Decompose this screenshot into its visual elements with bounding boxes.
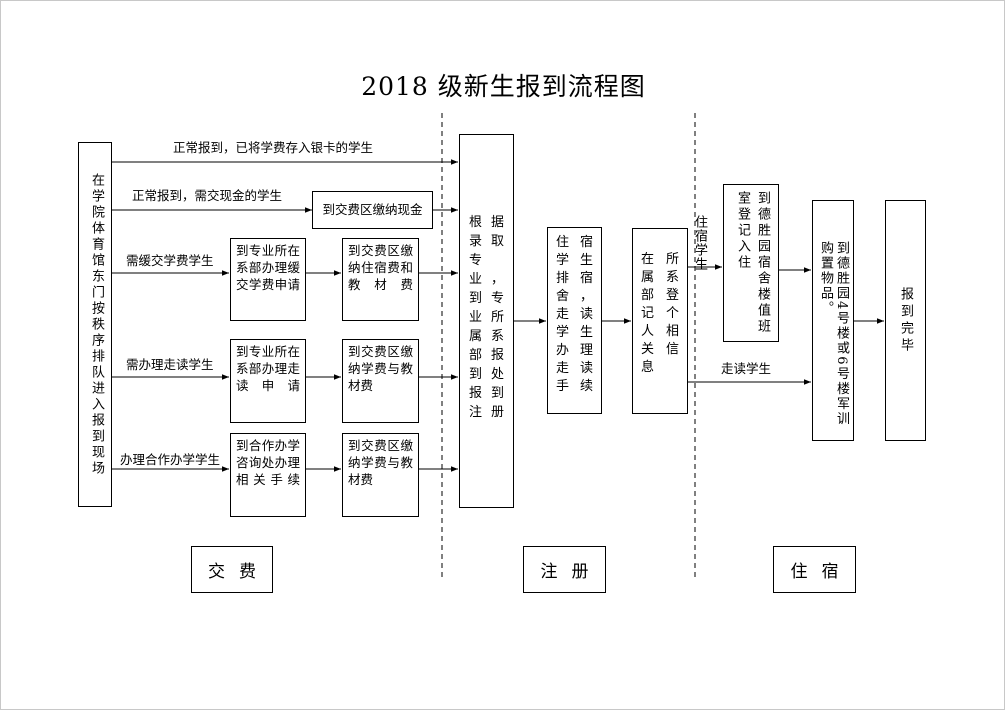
deferred-pay-box: 到交费区缴纳住宿费和教材费 bbox=[342, 238, 419, 321]
label-commuting-students: 需办理走读学生 bbox=[126, 357, 214, 372]
commuting-apply-box: 到专业所在系部办理走读申请 bbox=[230, 339, 306, 423]
section-registration: 注册 bbox=[523, 546, 606, 593]
deferred-apply-box: 到专业所在系部办理缓交学费申请 bbox=[230, 238, 306, 321]
coop-pay-box: 到交费区缴纳学费与教材费 bbox=[342, 433, 419, 517]
start-box: 在学院体育馆东门按秩序排队进入报到现场 bbox=[78, 142, 112, 507]
label-cooperative-students: 办理合作办学学生 bbox=[120, 452, 221, 467]
page-title: 2018 级新生报到流程图 bbox=[361, 72, 646, 101]
dorm-checkin-box: 到德胜园宿舍楼值班室登记入住 bbox=[723, 184, 779, 342]
label-commuting-student: 走读学生 bbox=[721, 361, 772, 376]
label-deferred-students: 需缓交学费学生 bbox=[126, 253, 214, 268]
register-box: 根据录取专业，到专业所属系部报到处报到注册 bbox=[459, 134, 514, 508]
label-bank-card-students: 正常报到，已将学费存入银卡的学生 bbox=[173, 140, 374, 155]
section-accommodation: 住宿 bbox=[773, 546, 856, 593]
cash-pay-box: 到交费区缴纳现金 bbox=[312, 191, 433, 229]
label-cash-students: 正常报到，需交现金的学生 bbox=[132, 188, 283, 203]
coop-apply-box: 到合作办学咨询处办理相关手续 bbox=[230, 433, 306, 517]
commuting-pay-box: 到交费区缴纳学费与教材费 bbox=[342, 339, 419, 423]
dept-register-box: 在所属系部登记个人相关信息 bbox=[632, 228, 688, 414]
pickup-box: 到德胜园4号楼或6号楼军训购置物品。 bbox=[812, 200, 854, 441]
dorm-arrange-box: 住宿学生排宿舍，走读学生办理走读手续 bbox=[547, 227, 602, 414]
section-payment: 交费 bbox=[191, 546, 273, 593]
finish-box: 报到完毕 bbox=[885, 200, 926, 441]
label-boarding-students: 住宿学生 bbox=[692, 215, 707, 271]
